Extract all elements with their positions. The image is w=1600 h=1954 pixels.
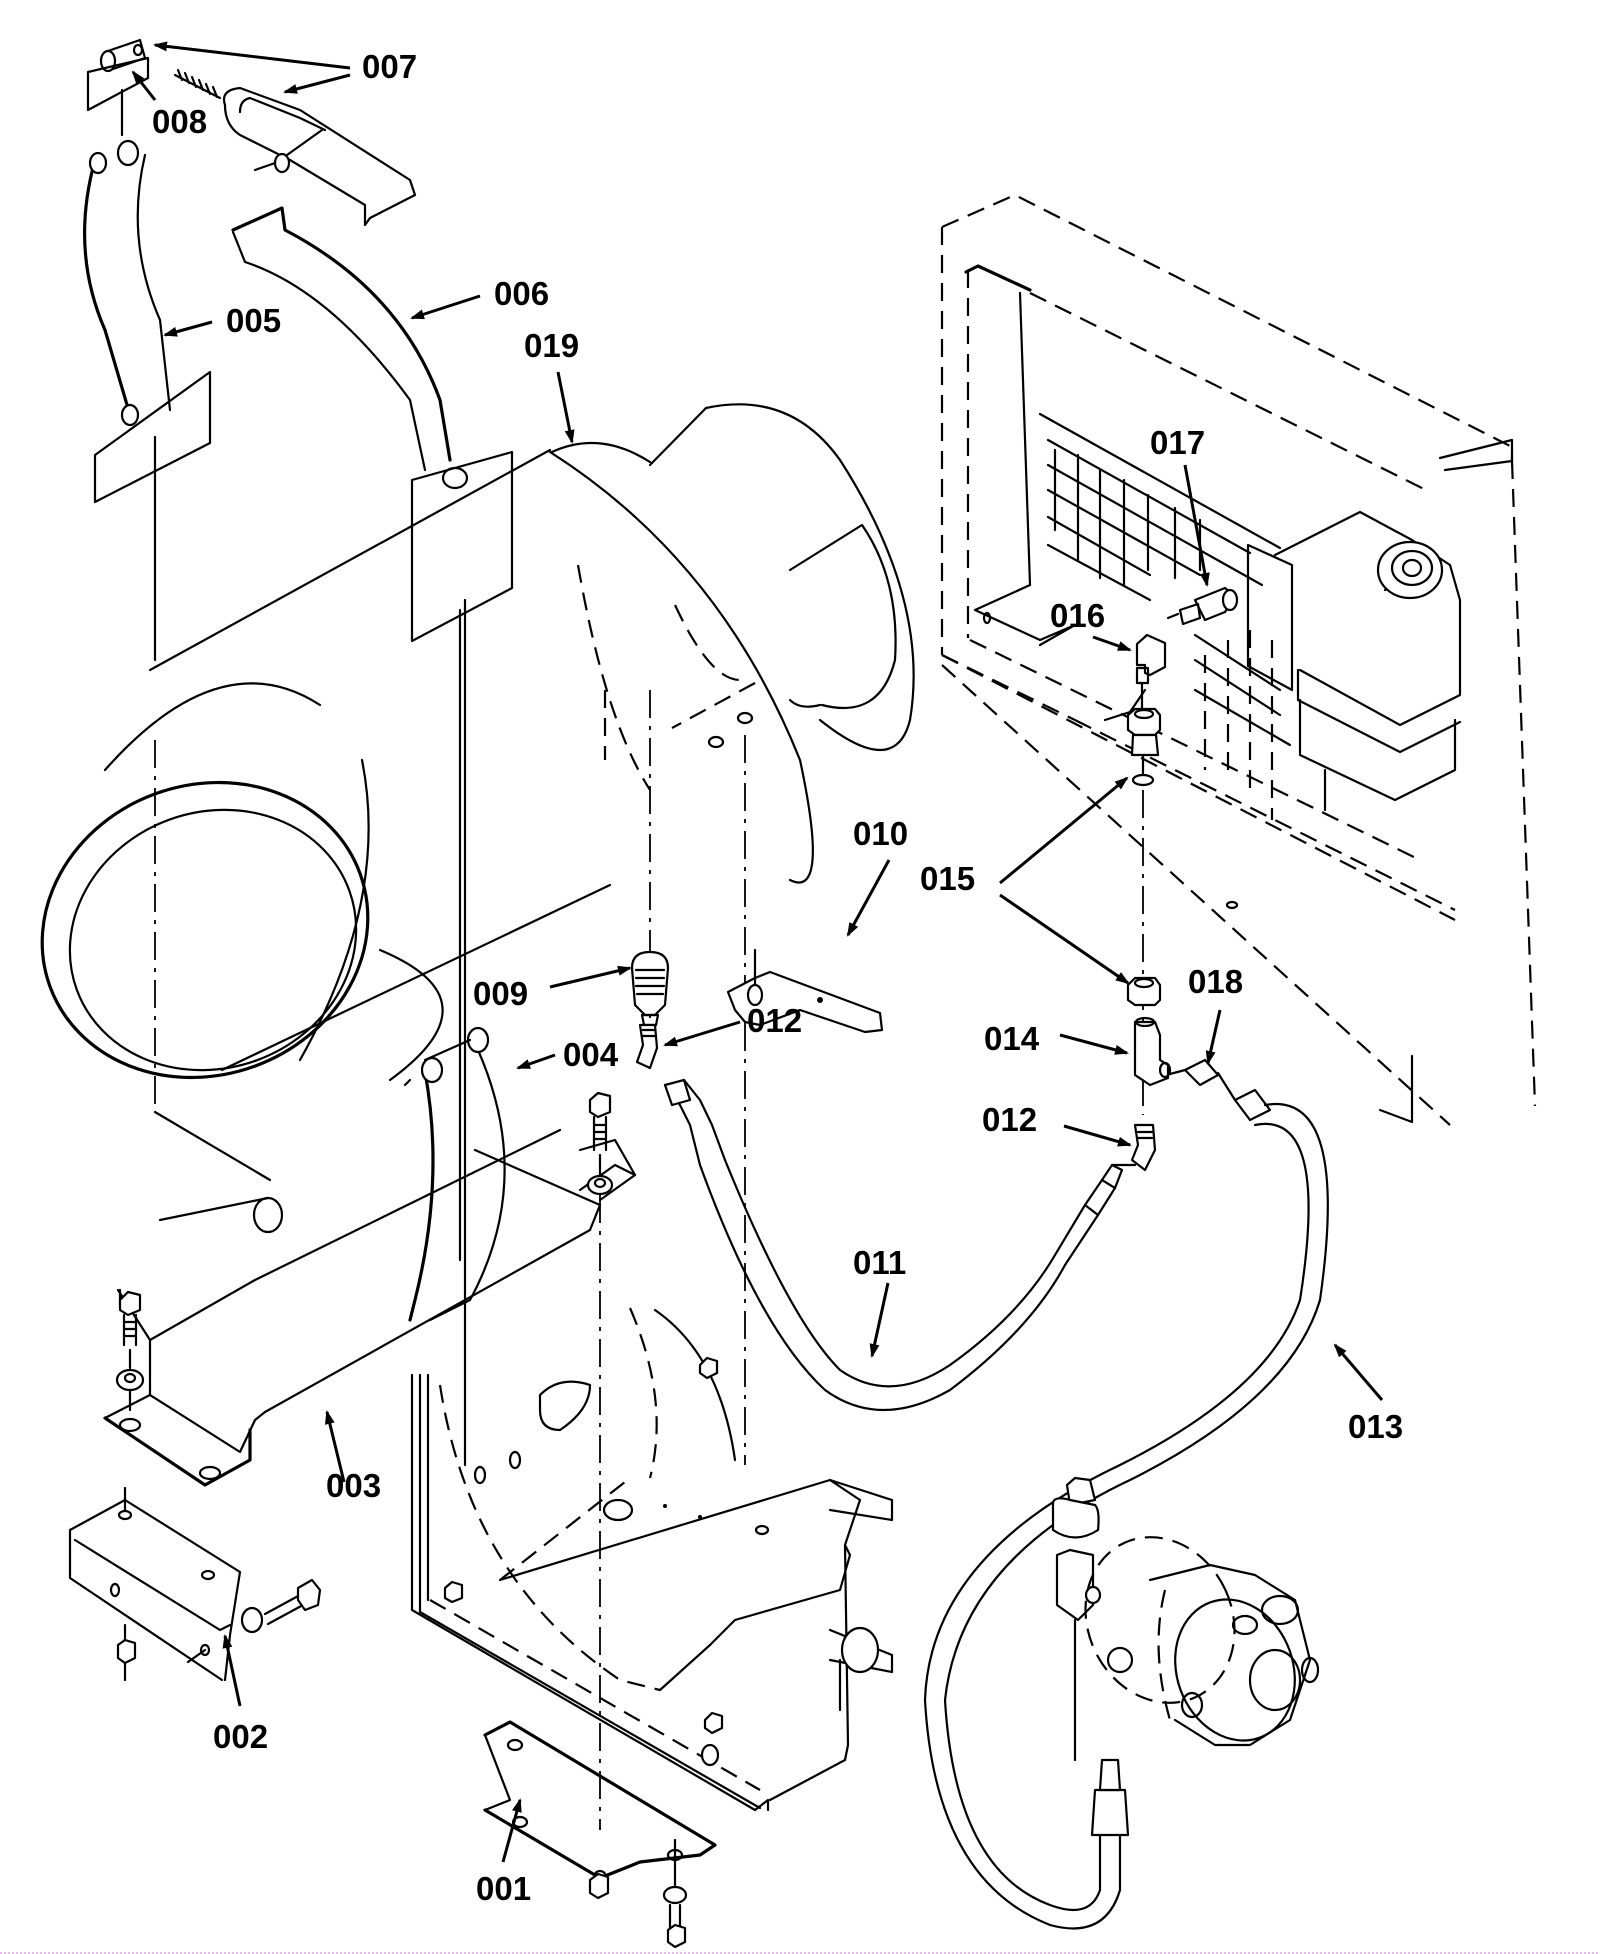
fitting-014-upper	[1126, 707, 1162, 1115]
fitting-017	[1168, 1058, 1237, 1102]
spring	[173, 68, 222, 100]
bolt-left	[115, 1290, 145, 1412]
bolt-center	[586, 1091, 614, 1830]
callout-019: 019	[524, 327, 579, 364]
bracket-003	[103, 1128, 637, 1487]
hose-018	[923, 1088, 1329, 1930]
bracket-002	[68, 1486, 322, 1682]
radiator-core-grid	[1038, 412, 1294, 820]
elbow-012-left	[635, 1023, 659, 1070]
callout-013: 014	[984, 1020, 1040, 1057]
leader-arrows	[131, 41, 1384, 1863]
callout-007: 007	[362, 48, 417, 85]
callout-012-right: 012	[982, 1101, 1037, 1138]
callout-labels: 007 008 005 006 019 017 016 010 015 018 …	[152, 48, 1403, 1907]
callout-003: 003	[326, 1467, 381, 1504]
strap-006	[231, 206, 514, 1467]
callout-017: 018	[1188, 963, 1243, 1000]
bottom-border-rule	[0, 1952, 1600, 1954]
callout-006: 006	[494, 275, 549, 312]
callout-011: 011	[853, 1244, 906, 1281]
strap-004	[403, 1026, 506, 1322]
fitting-014-lower	[1126, 976, 1162, 1007]
callout-015: 016	[1050, 597, 1105, 634]
hose-011	[663, 1078, 1137, 1412]
frame-housing	[410, 1307, 894, 1812]
callout-018: 013	[1348, 1408, 1403, 1445]
callout-005: 005	[226, 302, 281, 339]
radiator	[940, 193, 1537, 1126]
air-cleaner-019	[40, 403, 915, 1465]
radiator-cap	[1376, 540, 1444, 600]
fitting-012-right	[1130, 1123, 1157, 1172]
callout-002: 002	[213, 1718, 268, 1755]
fitting-013	[1133, 1016, 1172, 1087]
callout-008: 008	[152, 103, 207, 140]
callout-004: 004	[563, 1036, 619, 1073]
latch-007	[86, 38, 417, 227]
compressor	[1084, 1536, 1320, 1747]
plate-001	[483, 1720, 717, 1949]
callout-001: 001	[476, 1870, 531, 1907]
strap-005	[82, 139, 212, 662]
pressure-switch	[1051, 1476, 1102, 1762]
callout-014: 015	[920, 860, 975, 897]
clip-010	[726, 948, 884, 1034]
callout-012-left: 012	[747, 1002, 802, 1039]
fitting-015	[1135, 633, 1167, 718]
callout-016: 017	[1150, 424, 1205, 461]
callout-009: 009	[473, 975, 528, 1012]
callout-010: 010	[853, 815, 908, 852]
indicator-009	[630, 950, 670, 1027]
fitting-016	[1166, 586, 1239, 626]
